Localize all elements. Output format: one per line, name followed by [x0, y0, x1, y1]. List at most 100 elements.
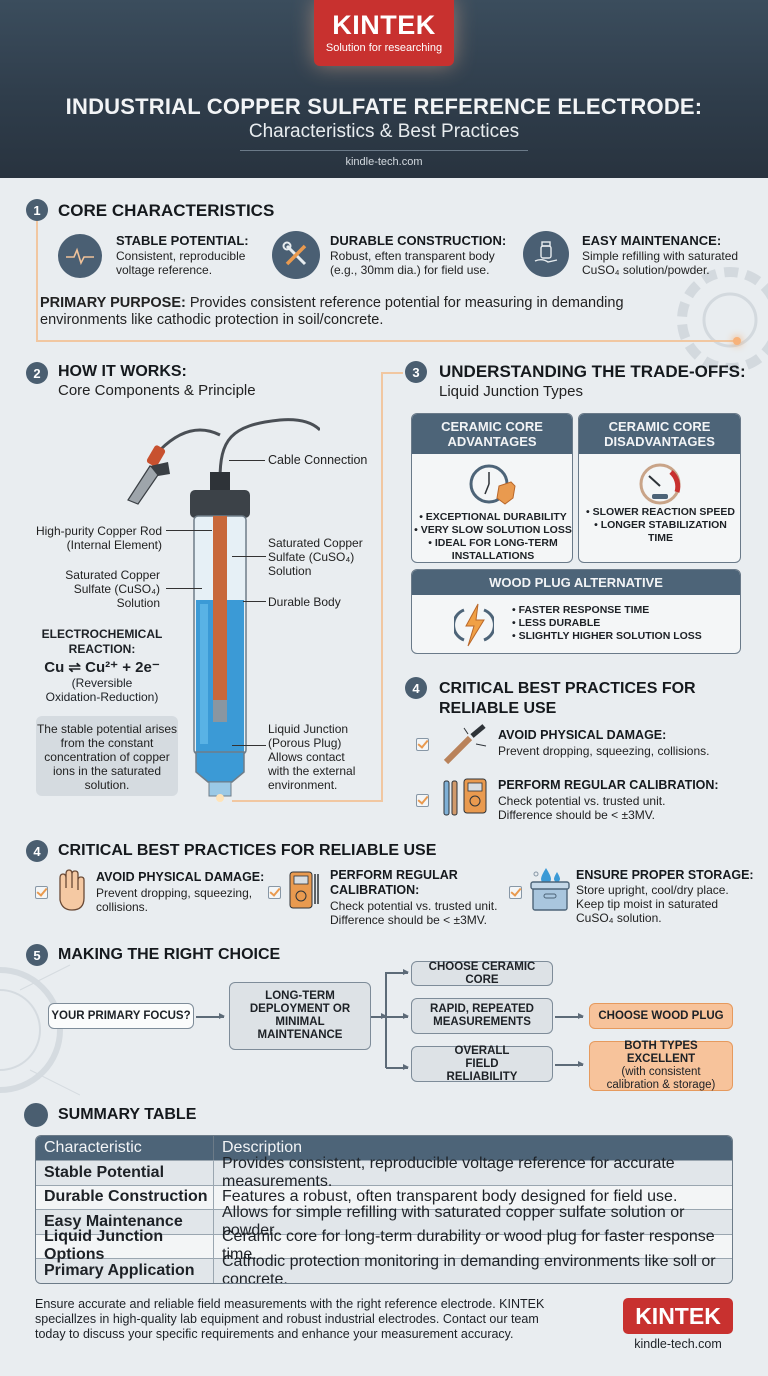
footer-kintek-logo: KINTEK	[623, 1298, 733, 1334]
card-header: WOOD PLUG ALTERNATIVE	[412, 570, 740, 595]
list-item: • SLIGHTLY HIGHER SOLUTION LOSS	[512, 630, 702, 642]
connector-node-icon	[733, 337, 741, 345]
logo-tagline: Solution for researching	[325, 42, 443, 54]
gear-decoration-icon	[677, 267, 768, 370]
principle-callout: The stable potential arises from the con…	[36, 716, 178, 796]
card-header-line: CERAMIC CORE	[441, 419, 543, 434]
char-desc: Consistent, reproducible	[116, 249, 246, 263]
bottle-hand-icon	[523, 231, 569, 277]
label-line: Solution	[116, 596, 160, 610]
card-list: • EXCEPTIONAL DURABILITY • VERY SLOW SOL…	[412, 511, 572, 562]
title-line: PERFORM REGULAR	[330, 868, 458, 882]
table-row: Durable Construction Features a robust, …	[36, 1184, 732, 1209]
label-line: Saturated Copper	[65, 568, 160, 582]
section-title-right-choice: MAKING THE RIGHT CHOICE	[58, 946, 281, 963]
table-cell: Features a robust, often transparent bod…	[222, 1188, 678, 1206]
flow-arrow	[555, 1013, 584, 1019]
flow-arrow	[555, 1061, 584, 1067]
broken-rod-icon	[443, 724, 487, 765]
flow-arrow	[386, 1013, 409, 1019]
bp-desc: Difference should be < ±3MV.	[330, 913, 488, 927]
section-number-badge: 4	[405, 677, 427, 699]
summary-table: Characteristic Description Stable Potent…	[35, 1135, 733, 1284]
checkbox-icon	[509, 886, 522, 899]
card-header-line: DISADVANTAGES	[604, 434, 715, 449]
leader-line	[166, 530, 212, 531]
table-cell: Primary Application	[36, 1259, 214, 1283]
hand-stop-icon	[59, 869, 85, 911]
primary-purpose: PRIMARY PURPOSE: Provides consistent ref…	[40, 295, 700, 329]
label-line: Solution	[268, 564, 312, 578]
label-line: Saturated Copper	[268, 536, 363, 550]
multimeter-icon	[289, 871, 319, 909]
label-line: Oxidation-Reduction)	[45, 690, 159, 704]
section-number-badge: 4	[26, 840, 48, 862]
circuit-decoration-icon	[0, 964, 80, 1096]
label-liquid-junction: Liquid Junction (Porous Plug) Allows con…	[268, 722, 355, 792]
section-number-badge: 2	[26, 362, 48, 384]
connector-line	[381, 372, 403, 374]
page-subtitle: Characteristics & Best Practices	[248, 121, 520, 142]
list-item: • SLOWER REACTION SPEED	[586, 506, 735, 518]
list-item: • LONGER STABILIZATION	[594, 519, 727, 531]
char-title-easy-maintenance: EASY MAINTENANCE:	[582, 233, 722, 248]
bp-desc: Check potential vs. trusted unit.	[330, 899, 498, 913]
flow-node-start: YOUR PRIMARY FOCUS?	[48, 1003, 194, 1029]
label-line: Liquid Junction	[268, 722, 349, 736]
char-desc: voltage reference.	[116, 263, 213, 277]
label-durable-body: Durable Body	[268, 595, 341, 609]
table-cell: Provides consistent, reproducible voltag…	[222, 1154, 675, 1190]
list-item: • LESS DURABLE	[512, 617, 601, 629]
footer-url[interactable]: kindle-tech.com	[634, 1337, 722, 1351]
title-line: CRITICAL BEST PRACTICES FOR	[439, 680, 696, 697]
leader-line	[166, 588, 202, 589]
label-line: REACTION:	[68, 642, 136, 656]
section-subtitle: Liquid Junction Types	[439, 383, 583, 400]
table-cell: Durable Construction	[36, 1185, 214, 1209]
char-desc: CuSO₄ solution/powder.	[582, 263, 710, 277]
storage-box-icon	[530, 868, 570, 911]
label-line: ELECTROCHEMICAL	[41, 627, 163, 641]
checkbox-icon	[416, 794, 429, 807]
card-wood-plug: WOOD PLUG ALTERNATIVE • FASTER RESPONSE …	[411, 569, 741, 654]
bp-title: AVOID PHYSICAL DAMAGE:	[498, 728, 667, 742]
electrode-illustration-icon	[127, 418, 320, 802]
table-cell: Cathodic protection monitoring in demand…	[222, 1252, 716, 1284]
bp-desc: CuSO₄ solution.	[576, 911, 662, 925]
outcome-title: BOTH TYPES EXCELLENT	[624, 1040, 698, 1065]
label-line: with the external	[268, 764, 356, 778]
gauge-icon	[639, 463, 681, 505]
leader-line	[232, 556, 266, 557]
char-title-durable-construction: DURABLE CONSTRUCTION:	[330, 233, 507, 248]
flow-line	[371, 1013, 387, 1019]
bp-title: AVOID PHYSICAL DAMAGE:	[96, 870, 265, 884]
char-desc: (e.g., 30mm dia.) for field use.	[330, 263, 490, 277]
leader-line	[243, 601, 266, 602]
reaction-equation: Cu ⇌ Cu²⁺ + 2e⁻	[44, 659, 160, 676]
flow-arrow	[386, 969, 409, 975]
section-title-best-practices: CRITICAL BEST PRACTICES FOR RELIABLE USE	[58, 842, 437, 859]
label-line: Allows contact	[268, 750, 345, 764]
kintek-logo: KINTEK Solution for researching	[314, 0, 454, 66]
card-list: • FASTER RESPONSE TIME • LESS DURABLE • …	[512, 604, 702, 643]
section-title-trade-offs: UNDERSTANDING THE TRADE-OFFS:	[439, 362, 746, 381]
flow-node-ceramic: CHOOSE CERAMIC CORE	[411, 961, 553, 986]
label-copper-rod: High-purity Copper Rod(Internal Element)	[30, 524, 162, 552]
site-url: kindle-tech.com	[345, 156, 423, 168]
connector-line	[36, 340, 738, 342]
bp-desc: Prevent dropping, squeezing, collisions.	[498, 744, 710, 758]
label-line: (Porous Plug)	[268, 736, 342, 750]
logo-brand: KINTEK	[332, 10, 436, 40]
title-line: CALIBRATION:	[330, 883, 420, 897]
bp-desc: Store upright, cool/dry place.	[576, 883, 729, 897]
flow-outcome-wood-plug: CHOOSE WOOD PLUG	[589, 1003, 733, 1029]
table-cell: Liquid Junction Options	[36, 1228, 214, 1263]
connector-line	[36, 221, 38, 341]
list-item: TIME	[647, 532, 674, 544]
